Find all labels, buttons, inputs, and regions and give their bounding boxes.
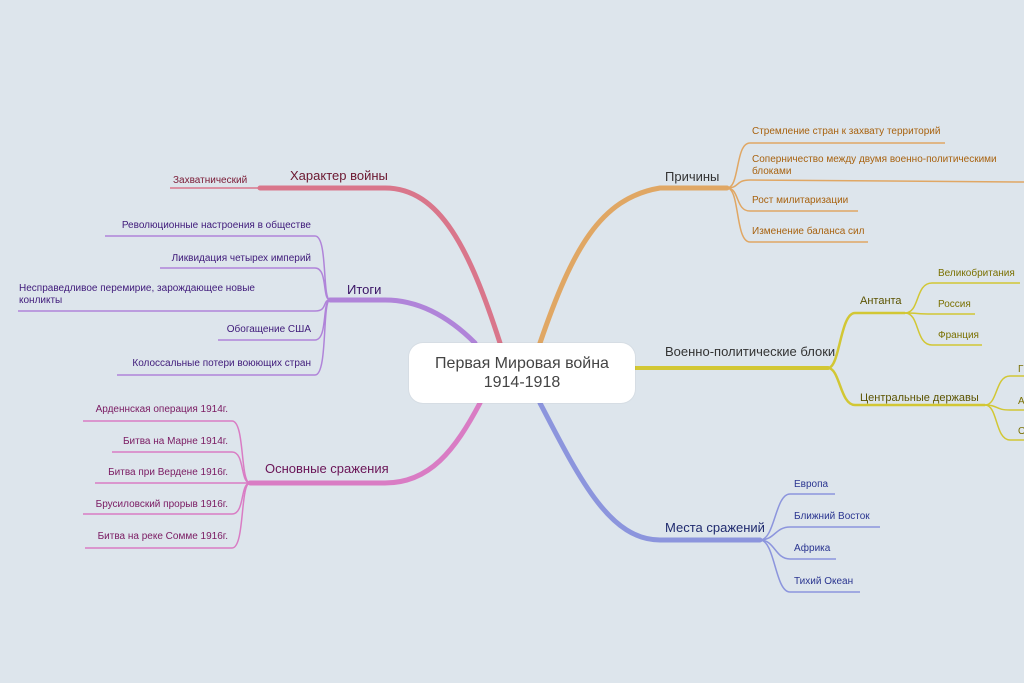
causes-item-3[interactable]: Рост милитаризации [752, 195, 848, 206]
central-topic-title: Первая Мировая война [435, 355, 609, 372]
central-label[interactable]: Центральные державы [860, 392, 979, 404]
branch-label-places[interactable]: Места сражений [665, 520, 765, 535]
places-item-4[interactable]: Тихий Океан [794, 576, 853, 587]
results-children [18, 235, 331, 376]
battles-item-4[interactable]: Брусиловский прорыв 1916г. [96, 499, 228, 510]
branch-line-places [537, 400, 763, 543]
places-item-1[interactable]: Европа [794, 479, 829, 490]
central-item-1[interactable]: Г [1018, 364, 1024, 375]
results-item-1[interactable]: Революционные настроения в обществе [122, 219, 312, 231]
branch-line-battles [247, 400, 483, 486]
results-item-5[interactable]: Колоссальные потери воюющих стран [132, 358, 311, 369]
branch-label-nature[interactable]: Характер войны [290, 168, 388, 183]
branch-label-blocs[interactable]: Военно-политические блоки [665, 344, 835, 359]
branch-line-causes [537, 185, 730, 346]
entente-item-1[interactable]: Великобритания [938, 267, 1015, 279]
causes-item-2[interactable]: Соперничество между двумя военно-политич… [752, 154, 997, 165]
results-item-3[interactable]: Несправедливое перемирие, зарождающее но… [19, 283, 255, 294]
battles-item-5[interactable]: Битва на реке Сомме 1916г. [98, 531, 228, 542]
battles-children [83, 420, 251, 549]
branch-line-results [327, 297, 478, 346]
causes-children [726, 142, 1024, 243]
entente-item-3[interactable]: Франция [938, 330, 979, 341]
results-item-3-cont[interactable]: конликты [19, 295, 62, 306]
blocs-children [827, 282, 1024, 441]
branch-label-battles[interactable]: Основные сражения [265, 461, 389, 476]
entente-item-2[interactable]: Россия [938, 299, 971, 310]
places-item-3[interactable]: Африка [794, 542, 831, 554]
central-topic-subtitle: 1914-1918 [483, 374, 561, 391]
nature-item-1[interactable]: Захватнический [173, 175, 247, 186]
branch-label-causes[interactable]: Причины [665, 169, 719, 184]
causes-item-2-cont[interactable]: блоками [752, 165, 791, 177]
causes-item-1[interactable]: Стремление стран к захвату территорий [752, 126, 940, 137]
branch-label-results[interactable]: Итоги [347, 282, 381, 297]
results-item-2[interactable]: Ликвидация четырех империй [172, 253, 311, 264]
results-item-4[interactable]: Обогащение США [227, 323, 312, 335]
battles-item-3[interactable]: Битва при Вердене 1916г. [108, 467, 228, 478]
places-item-2[interactable]: Ближний Восток [794, 511, 870, 522]
central-item-3[interactable]: О [1018, 426, 1024, 437]
places-children [759, 493, 880, 593]
entente-label[interactable]: Антанта [860, 295, 902, 307]
central-item-2[interactable]: А [1018, 396, 1024, 407]
branch-line-nature [257, 185, 503, 346]
battles-item-1[interactable]: Арденнская операция 1914г. [96, 404, 228, 415]
causes-item-4[interactable]: Изменение баланса сил [752, 225, 865, 237]
central-topic[interactable]: Первая Мировая война 1914-1918 [409, 343, 635, 403]
battles-item-2[interactable]: Битва на Марне 1914г. [123, 436, 228, 447]
